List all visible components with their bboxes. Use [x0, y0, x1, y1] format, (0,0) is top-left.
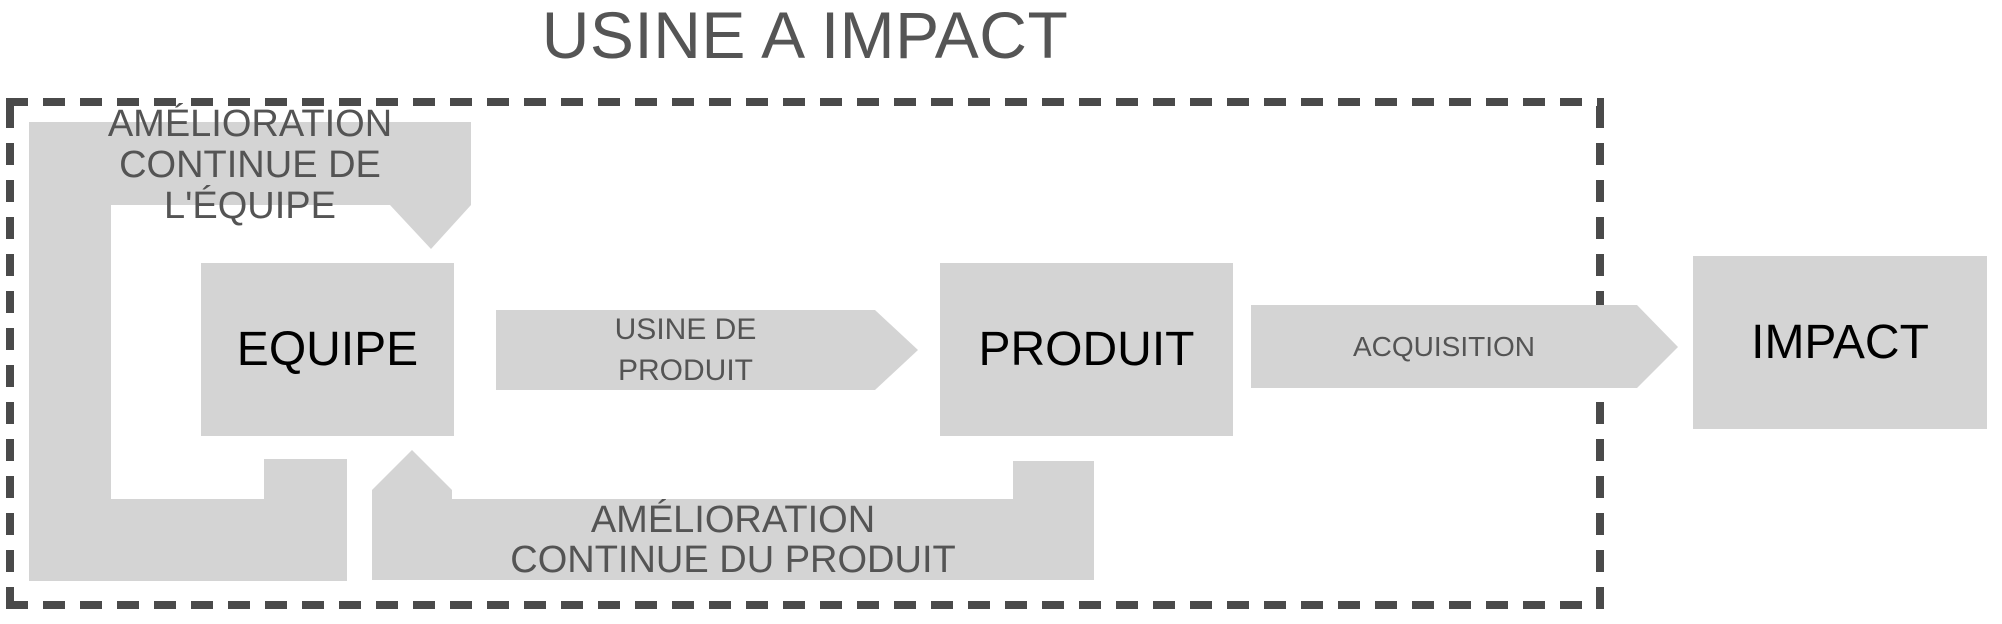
product-factory-arrow — [496, 310, 918, 390]
team-loop-label-line2: CONTINUE DE L'ÉQUIPE — [119, 143, 381, 227]
product-loop-label-line2: CONTINUE DU PRODUIT — [510, 539, 956, 581]
impact-box-label: IMPACT — [1751, 316, 1929, 369]
product-improvement-loop-label: AMÉLIORATION CONTINUE DU PRODUIT — [372, 500, 1094, 580]
impact-box: IMPACT — [1693, 256, 1987, 429]
factory-arrow-label-line1: USINE DE — [614, 313, 757, 346]
team-improvement-loop-arrow — [29, 122, 471, 581]
team-box-label: EQUIPE — [236, 323, 419, 376]
product-loop-label-line1: AMÉLIORATION — [590, 499, 876, 541]
product-box: PRODUIT — [940, 263, 1233, 436]
acquisition-arrow — [1251, 305, 1678, 388]
acquisition-arrow-label: ACQUISITION — [1251, 305, 1637, 388]
acquisition-label-text: ACQUISITION — [1352, 331, 1535, 362]
product-improvement-loop-arrow — [372, 450, 1094, 580]
product-factory-arrow-label: USINE DE PRODUIT — [496, 310, 875, 390]
team-box: EQUIPE — [201, 263, 454, 436]
team-improvement-loop-label: AMÉLIORATION CONTINUE DE L'ÉQUIPE — [29, 103, 471, 226]
team-loop-label-line1: AMÉLIORATION — [107, 102, 393, 145]
factory-arrow-label-line2: PRODUIT — [618, 354, 753, 387]
product-box-label: PRODUIT — [978, 323, 1195, 376]
page-title: USINE A IMPACT — [541, 0, 1069, 72]
